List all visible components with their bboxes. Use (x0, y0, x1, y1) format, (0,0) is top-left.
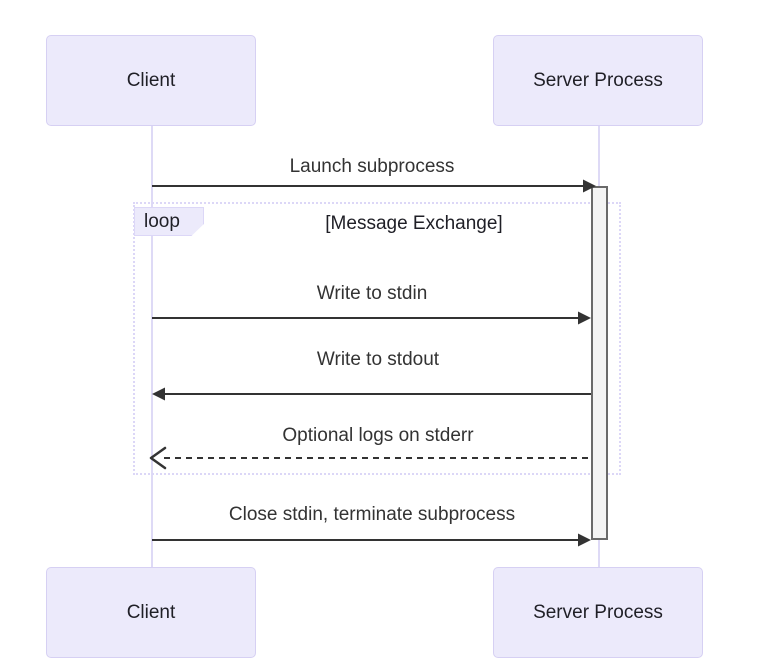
message-label-4: Close stdin, terminate subprocess (152, 505, 592, 524)
message-label-1: Write to stdin (152, 284, 592, 303)
actor-box-client-bottom[interactable]: Client (46, 567, 256, 658)
loop-fragment-title: [Message Exchange] (208, 214, 620, 233)
loop-fragment-tab-label: loop (144, 211, 180, 232)
message-text-4: Close stdin, terminate subprocess (228, 504, 516, 525)
message-text-1: Write to stdin (316, 283, 428, 304)
actor-box-server-top[interactable]: Server Process (493, 35, 703, 126)
message-label-0: Launch subprocess (152, 157, 592, 176)
message-text-3: Optional logs on stderr (282, 425, 474, 446)
message-text-0: Launch subprocess (289, 156, 455, 177)
actor-label-client-bottom: Client (126, 602, 176, 623)
loop-fragment-tab: loop (134, 207, 204, 236)
loop-fragment-title-text: [Message Exchange] (325, 213, 503, 234)
message-label-2: Write to stdout (158, 350, 598, 369)
message-text-2: Write to stdout (316, 349, 440, 370)
message-label-3: Optional logs on stderr (158, 426, 598, 445)
actor-box-client-top[interactable]: Client (46, 35, 256, 126)
actor-label-server-bottom: Server Process (533, 602, 663, 623)
actor-label-client-top: Client (126, 70, 176, 91)
lifeline-client (151, 126, 153, 568)
actor-label-server-top: Server Process (533, 70, 663, 91)
activation-bar-server (591, 186, 608, 540)
loop-fragment-box (133, 202, 621, 475)
actor-box-server-bottom[interactable]: Server Process (493, 567, 703, 658)
